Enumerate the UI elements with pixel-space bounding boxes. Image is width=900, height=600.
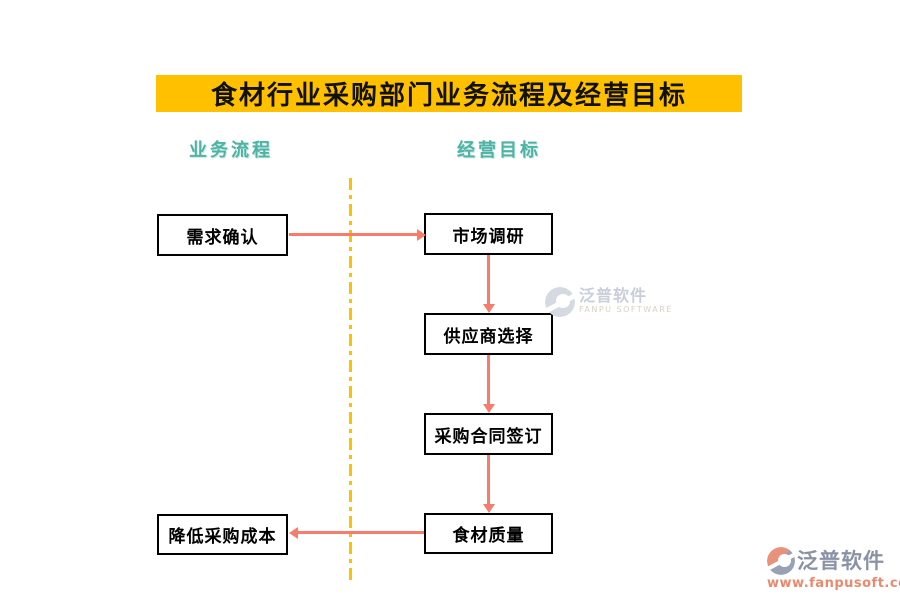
- flow-box-label: 需求确认: [186, 227, 259, 248]
- watermark-sub-text: FANPU SOFTWARE: [579, 305, 673, 314]
- flow-box-demand-confirmation: 需求确认: [157, 214, 288, 256]
- flow-box-label: 供应商选择: [443, 326, 534, 347]
- arrow-market-to-supplier: [487, 255, 490, 304]
- flow-box-label: 降低采购成本: [168, 527, 277, 547]
- fanpu-logo-icon: [767, 547, 795, 575]
- arrow-supplier-to-contract: [487, 355, 490, 404]
- page-title: 食材行业采购部门业务流程及经营目标: [210, 81, 687, 111]
- flow-box-label: 采购合同签订: [434, 426, 543, 447]
- watermark-center: 泛普软件 FANPU SOFTWARE: [545, 287, 673, 317]
- dashed-divider-line: [349, 178, 352, 583]
- arrow-quality-to-cost: [298, 531, 424, 534]
- flow-box-label: 食材质量: [452, 526, 525, 546]
- arrowhead-down-icon: [483, 304, 495, 313]
- flow-box-reduce-cost: 降低采购成本: [157, 514, 288, 555]
- arrowhead-right-icon: [417, 229, 426, 241]
- flow-box-market-research: 市场调研: [424, 213, 553, 255]
- flow-box-contract-signing: 采购合同签订: [424, 413, 553, 455]
- flow-box-food-quality: 食材质量: [424, 513, 553, 554]
- title-bar: 食材行业采购部门业务流程及经营目标: [156, 75, 742, 112]
- arrow-demand-to-market: [289, 233, 417, 236]
- watermark-brand-text: 泛普软件: [797, 549, 885, 573]
- column-header-business-goal: 经营目标: [457, 140, 541, 161]
- arrowhead-down-icon: [483, 504, 495, 513]
- watermark-corner: 泛普软件 www.fanpusoft.com: [767, 547, 900, 591]
- arrowhead-down-icon: [483, 404, 495, 413]
- arrowhead-left-icon: [289, 527, 298, 539]
- flow-box-label: 市场调研: [452, 226, 525, 247]
- watermark-brand-text: 泛普软件: [579, 286, 648, 305]
- column-header-business-process: 业务流程: [189, 140, 273, 161]
- watermark-url-text: www.fanpusoft.com: [767, 576, 900, 591]
- flow-box-supplier-selection: 供应商选择: [424, 313, 553, 355]
- fanpu-logo-icon: [545, 287, 575, 317]
- arrow-contract-to-quality: [487, 455, 490, 504]
